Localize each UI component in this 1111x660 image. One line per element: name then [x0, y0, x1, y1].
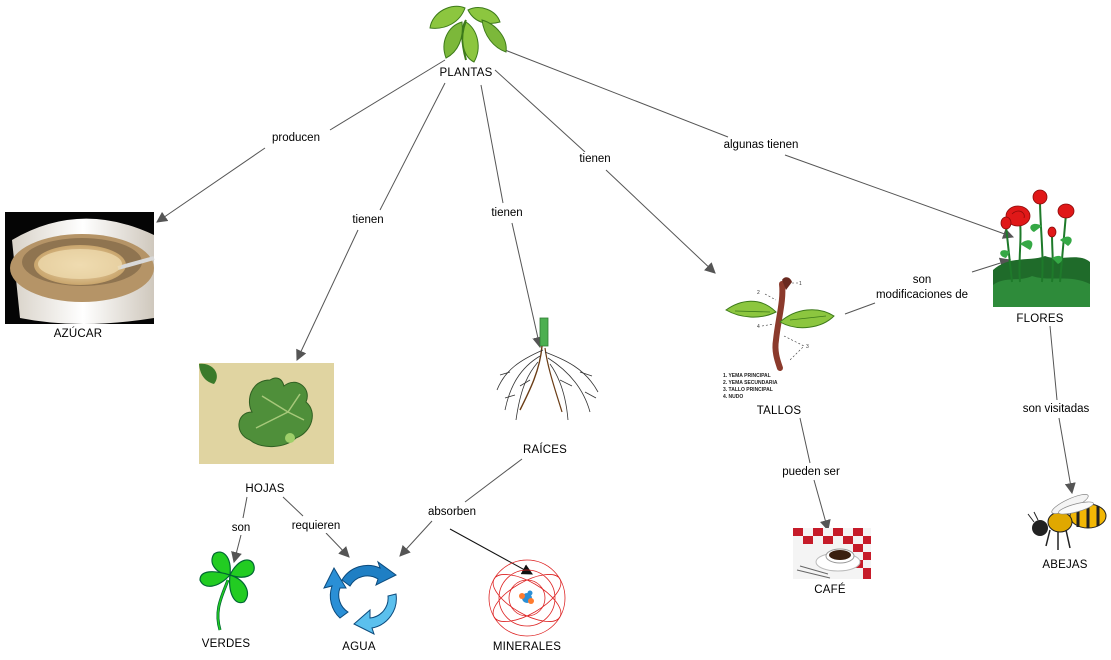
- line-plantas-tienen-tallos: [494, 69, 586, 153]
- stem-legend-4: 4. NUDO: [723, 394, 743, 400]
- concept-agua: AGUA: [342, 641, 376, 653]
- line-tienen-raices: [511, 222, 544, 349]
- line-producen-azucar: [156, 147, 266, 223]
- concept-plantas: PLANTAS: [439, 67, 493, 79]
- line-raices-absorben: [464, 458, 523, 503]
- line-tallos-pueden: [799, 417, 811, 464]
- stem-legend-3: 3. TALLO PRINCIPAL: [723, 387, 773, 393]
- roots-illustration: [496, 317, 599, 421]
- stem-num-3: 3: [806, 344, 809, 350]
- concept-flores: FLORES: [1016, 313, 1064, 325]
- line-requieren-agua: [325, 532, 350, 558]
- link-producen: producen: [270, 131, 322, 145]
- stem-num-1: 1: [799, 281, 802, 287]
- line-tienen-hojas: [296, 229, 359, 361]
- bee-illustration: [1027, 494, 1107, 550]
- concept-tallos: TALLOS: [756, 405, 802, 417]
- line-hojas-requieren: [282, 496, 304, 517]
- stem-num-4: 4: [757, 324, 760, 330]
- line-pueden-cafe: [813, 479, 831, 532]
- line-tienen-tallos: [605, 169, 716, 274]
- link-tienen-hojas: tienen: [350, 213, 386, 227]
- coffee-photo: [793, 528, 871, 579]
- line-hojas-son: [242, 496, 248, 519]
- line-absorben-agua: [399, 520, 433, 557]
- connectors: [156, 49, 1076, 575]
- roses-illustration: [993, 189, 1090, 307]
- concept-verdes: VERDES: [201, 638, 251, 650]
- atom-icon: [488, 559, 566, 637]
- link-algunas-tienen: algunas tienen: [721, 138, 801, 152]
- line-algunas-flores: [784, 154, 1015, 239]
- link-absorben: absorben: [426, 505, 478, 519]
- water-cycle-icon: [323, 560, 397, 635]
- link-son-modificaciones-1: son: [910, 273, 934, 287]
- concept-hojas: HOJAS: [245, 483, 285, 495]
- stem-diagram: 1 2 3 4 1. YEMA PRINCIPAL 2. YEMA SECUND…: [723, 277, 835, 400]
- link-tienen-raices: tienen: [489, 206, 525, 220]
- link-tienen-tallos: tienen: [577, 152, 613, 166]
- line-plantas-producen: [329, 59, 446, 131]
- concept-minerales: MINERALES: [492, 641, 562, 653]
- line-son-verdes: [231, 534, 242, 564]
- concept-cafe: CAFÉ: [814, 584, 846, 596]
- stem-legend-2: 2. YEMA SECUNDARIA: [723, 380, 778, 386]
- line-visitadas-abejas: [1058, 417, 1076, 495]
- stem-legend-1: 1. YEMA PRINCIPAL: [723, 373, 771, 379]
- line-plantas-tienen-hojas: [379, 82, 446, 211]
- link-son-modificaciones-2: modificaciones de: [873, 288, 971, 302]
- link-pueden-ser: pueden ser: [780, 465, 842, 479]
- plant-icon: [429, 5, 507, 63]
- link-requieren: requieren: [289, 519, 343, 533]
- line-tallos-son: [844, 302, 876, 315]
- link-son-verdes: son: [229, 521, 253, 535]
- stem-num-2: 2: [757, 290, 760, 296]
- concept-abejas: ABEJAS: [1042, 559, 1088, 571]
- sugar-photo: [5, 212, 155, 324]
- leaf-photo: [199, 363, 334, 464]
- clover-icon: [199, 551, 255, 631]
- line-son-flores: [971, 257, 1012, 273]
- concept-azucar: AZÚCAR: [53, 328, 103, 340]
- concept-raices: RAÍCES: [522, 444, 568, 456]
- line-flores-visitadas: [1049, 325, 1058, 401]
- link-son-visitadas: son visitadas: [1020, 402, 1092, 416]
- line-plantas-tienen-raices: [480, 84, 504, 204]
- line-plantas-algunas: [504, 49, 729, 138]
- line-absorben-minerales: [449, 528, 533, 575]
